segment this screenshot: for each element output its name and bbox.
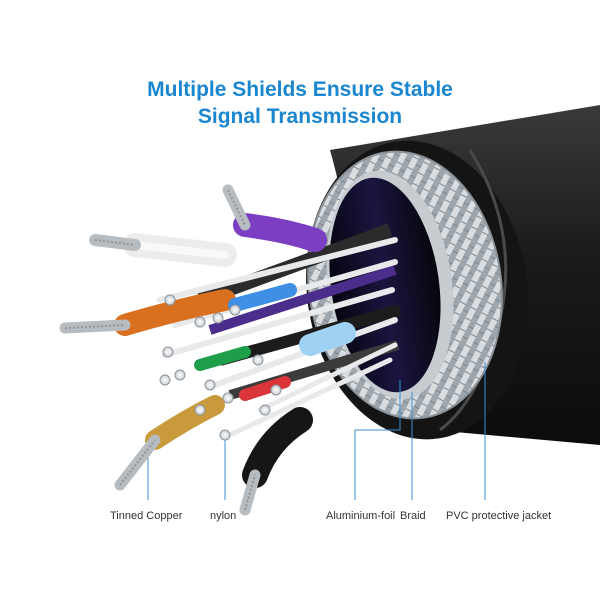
callout-lines <box>147 362 486 500</box>
label-aluminium-foil: Aluminium-foil <box>326 510 396 522</box>
blue-wire <box>228 283 297 312</box>
label-braid: Braid <box>400 510 426 522</box>
white-wire <box>89 233 237 267</box>
gold-wire <box>114 395 225 491</box>
red-wire <box>239 376 291 401</box>
aluminium-foil-layer <box>326 170 454 400</box>
strand-ends <box>159 294 282 441</box>
headline-line-2: Signal Transmission <box>197 105 403 128</box>
orange-wire <box>59 289 236 336</box>
light-blue-tape <box>299 322 356 356</box>
black-wire <box>239 407 313 516</box>
headline-line-1: Multiple Shields Ensure Stable <box>147 78 453 101</box>
green-wire <box>194 346 251 371</box>
label-tinned-copper: Tinned Copper <box>110 510 183 522</box>
label-pvc-jacket: PVC protective jacket <box>446 510 552 522</box>
label-nylon: nylon <box>210 510 237 522</box>
purple-wire <box>222 184 327 252</box>
